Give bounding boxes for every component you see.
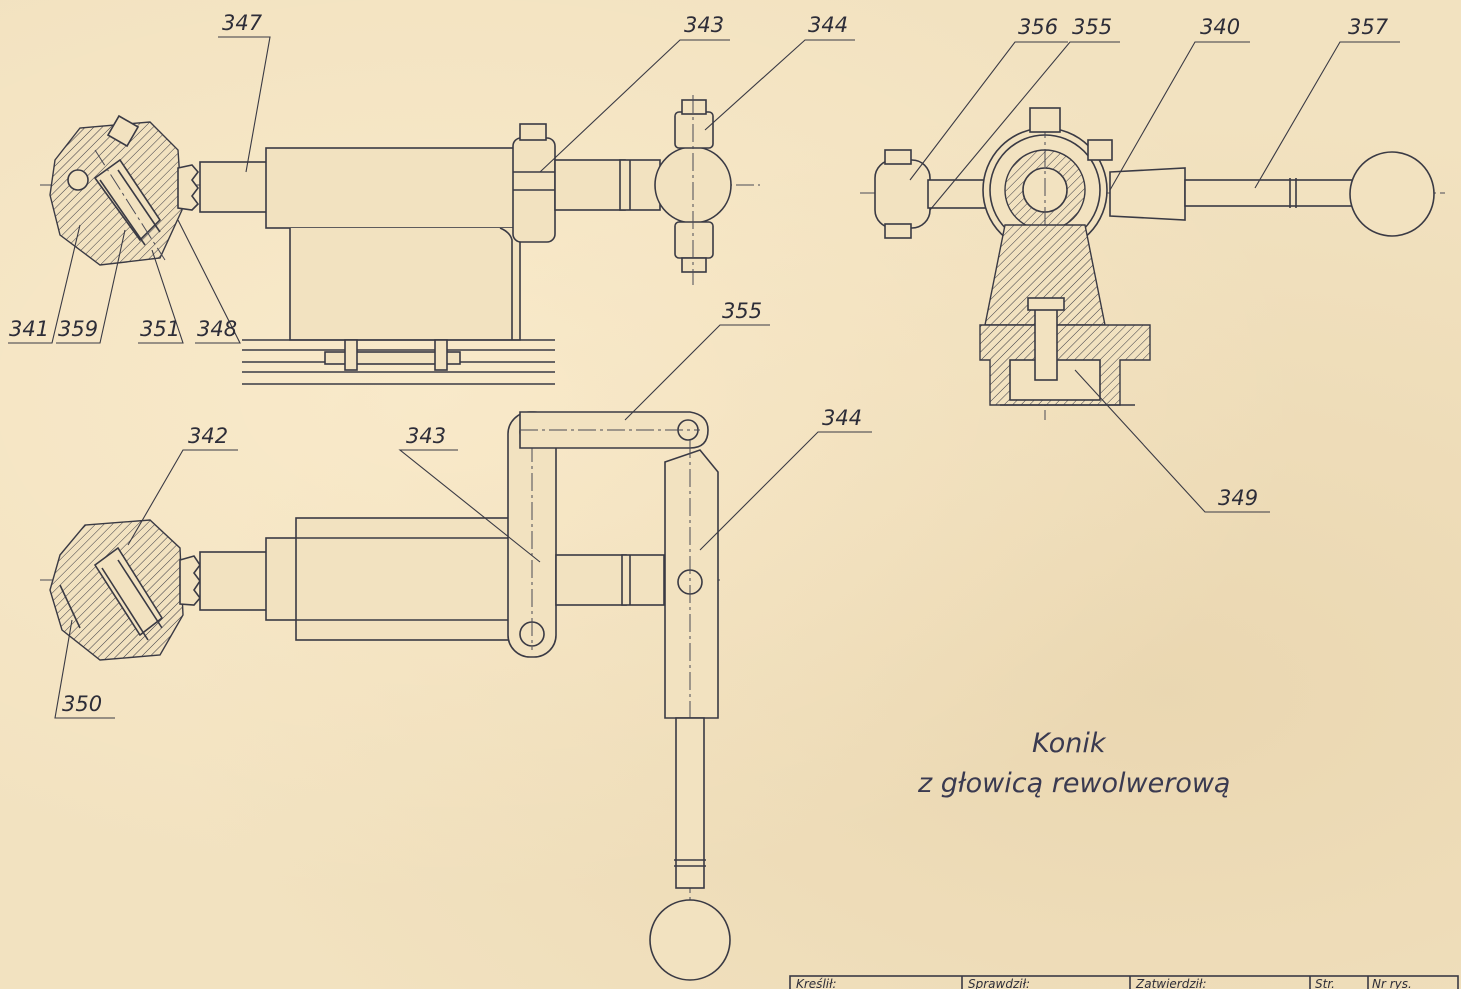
label-344-mid: 344 [822, 406, 862, 430]
title-block-drew: Kreślił: [796, 977, 837, 989]
drawing-title-line2: z głowicą rewolwerową [917, 768, 1230, 799]
label-347: 347 [222, 11, 263, 35]
label-342: 342 [188, 424, 228, 448]
top-right-view [860, 107, 1445, 420]
turret-head-top [49, 114, 183, 266]
label-351: 351 [140, 317, 180, 341]
label-343-mid: 343 [406, 424, 446, 448]
title-block-checked: Sprawdził: [968, 977, 1030, 989]
label-359: 359 [58, 317, 98, 341]
quill-347 [199, 161, 269, 213]
title-block: Kreślił: Sprawdził: Zatwierdził: Str. Nr… [789, 975, 1459, 989]
label-340: 340 [1200, 15, 1240, 39]
turret-head-bottom [49, 519, 184, 661]
title-block-page: Str. [1315, 977, 1335, 989]
top-left-view [40, 95, 760, 385]
label-348: 348 [197, 317, 237, 341]
title-block-figure: Nr rys. [1372, 977, 1412, 989]
label-357: 357 [1348, 15, 1389, 39]
drawing-title-line1: Konik [1032, 728, 1107, 759]
tailstock-body-top [265, 147, 517, 229]
label-355-top: 355 [1072, 15, 1112, 39]
label-355-mid: 355 [722, 299, 762, 323]
part-labels: 347 343 344 356 355 340 357 341 359 351 … [9, 11, 1389, 716]
label-343-top: 343 [684, 13, 724, 37]
label-356: 356 [1018, 15, 1058, 39]
title-block-approved: Zatwierdził: [1135, 977, 1206, 989]
leader-lines [8, 36, 1400, 719]
label-350: 350 [62, 692, 102, 716]
bottom-left-view [40, 411, 731, 981]
label-341: 341 [9, 317, 49, 341]
label-344-top: 344 [808, 13, 848, 37]
label-349: 349 [1218, 486, 1258, 510]
